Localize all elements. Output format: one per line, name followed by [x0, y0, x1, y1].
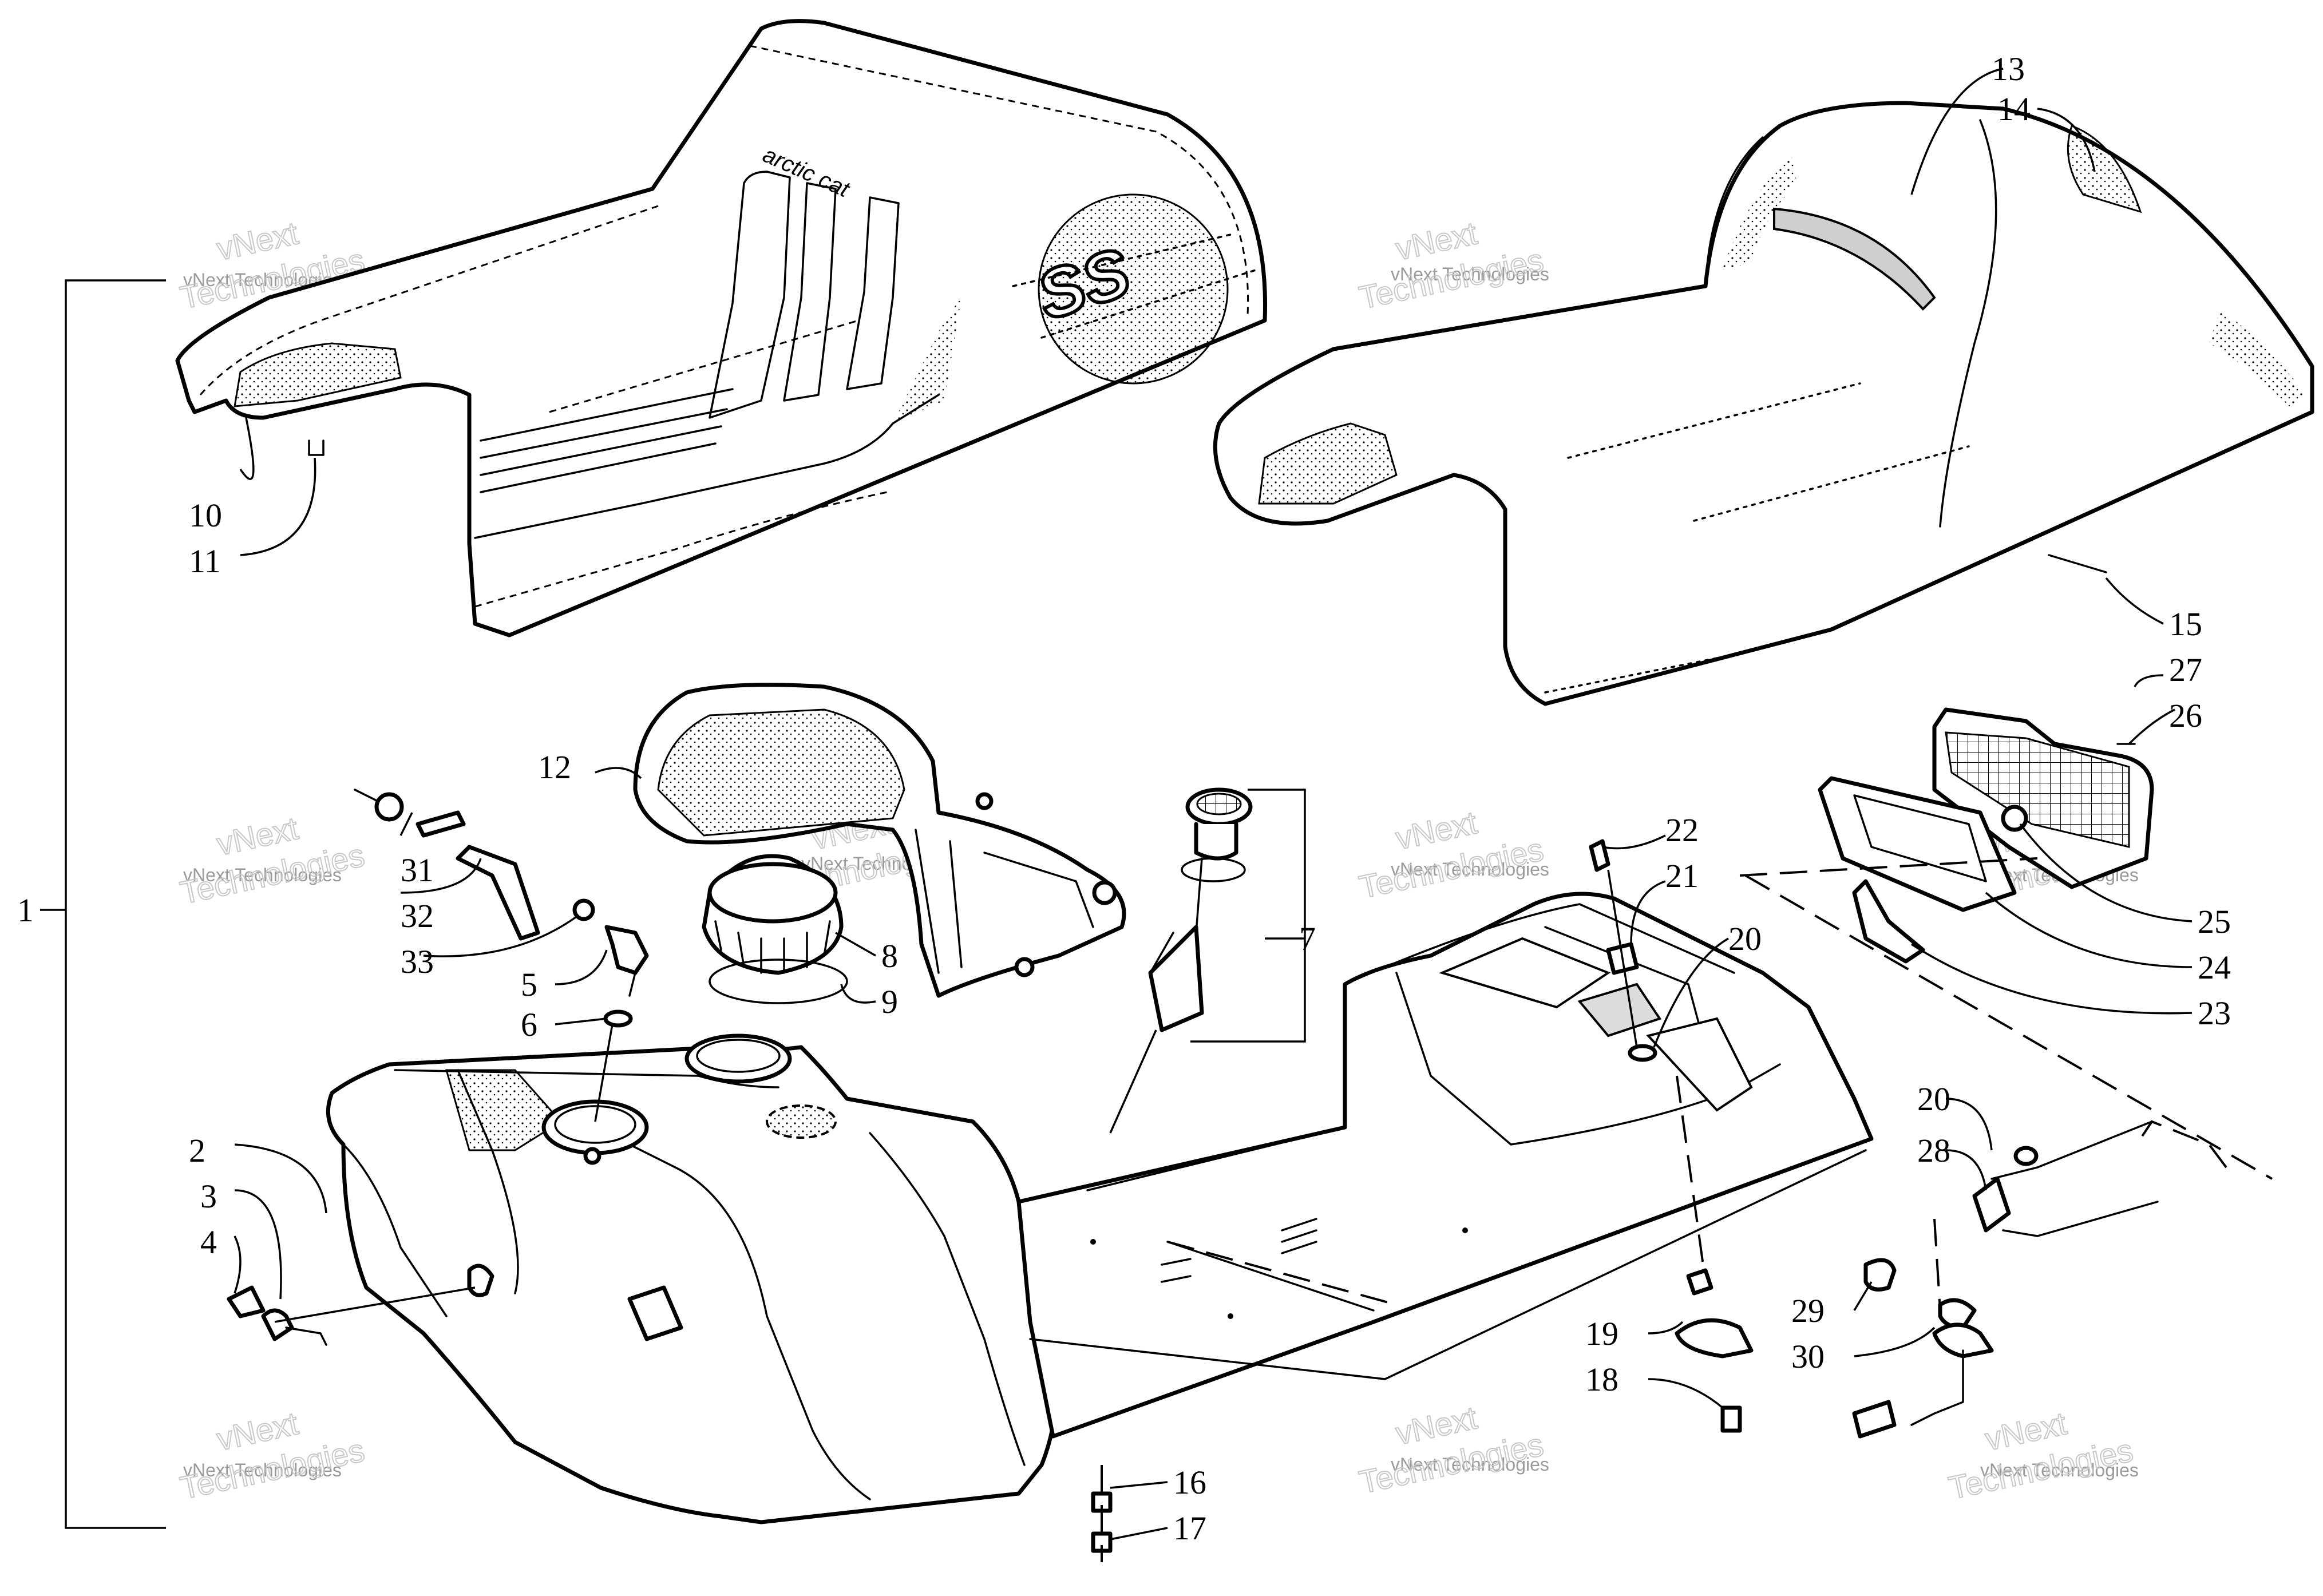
- callout-14: 14: [1997, 90, 2031, 128]
- fuel-tank: [326, 1033, 1059, 1524]
- callout-2: 2: [189, 1132, 205, 1169]
- fuel-sender: [1109, 787, 1306, 1134]
- callout-3: 3: [200, 1178, 217, 1215]
- callout-28: 28: [1917, 1132, 1950, 1169]
- callout-24: 24: [2198, 949, 2231, 986]
- callout-10: 10: [189, 497, 222, 534]
- callout-29: 29: [1791, 1292, 1825, 1329]
- callout-31: 31: [401, 852, 434, 889]
- lower-fasteners: [1091, 1268, 1754, 1562]
- seat-plain: [1213, 101, 2314, 706]
- callout-33: 33: [401, 943, 434, 980]
- callout-labels: 1 2 3 4 5 6 7 8 9 10 11 12 13 14 15 16 1…: [17, 50, 2231, 1547]
- callout-32: 32: [401, 897, 434, 934]
- callout-4: 4: [200, 1223, 217, 1261]
- chassis-tunnel: [1016, 892, 1874, 1439]
- callout-19: 19: [1585, 1315, 1618, 1352]
- callout-21: 21: [1665, 857, 1699, 894]
- watermark-small: vNext Technologies: [1391, 264, 1549, 284]
- callout-7: 7: [1299, 920, 1316, 957]
- callout-25: 25: [2198, 903, 2231, 940]
- callout-1: 1: [17, 892, 34, 929]
- callout-20b: 20: [1917, 1080, 1950, 1118]
- callout-13: 13: [1992, 50, 2025, 88]
- callout-15: 15: [2169, 605, 2202, 643]
- callout-5: 5: [521, 966, 537, 1003]
- callout-16: 16: [1173, 1464, 1206, 1501]
- tank-latch: [227, 1285, 476, 1346]
- fuel-cap: [702, 854, 848, 1004]
- callout-20a: 20: [1728, 920, 1762, 957]
- callout-17: 17: [1173, 1510, 1206, 1547]
- assembly-bracket: [40, 279, 166, 1529]
- watermark-small: vNext Technologies: [183, 865, 342, 885]
- callout-26: 26: [2169, 697, 2202, 734]
- callout-9: 9: [881, 983, 898, 1020]
- watermark-small: vNext Technologies: [1391, 1454, 1549, 1475]
- callout-8: 8: [881, 937, 898, 975]
- watermark-small: vNext Technologies: [183, 1460, 342, 1480]
- seat-arctic-cat-ss: arctic cat SS: [175, 19, 1268, 637]
- mount-bolt: [1589, 839, 1707, 1282]
- callout-6: 6: [521, 1006, 537, 1043]
- callout-12: 12: [538, 749, 571, 786]
- callout-leaders: [234, 68, 2193, 1540]
- callout-23: 23: [2198, 995, 2231, 1032]
- callout-11: 11: [189, 542, 221, 580]
- callout-22: 22: [1665, 811, 1699, 849]
- seat-support-bracket: [633, 683, 1126, 998]
- watermark-small: vNext Technologies: [1391, 859, 1549, 880]
- callout-27: 27: [2169, 651, 2202, 688]
- fuel-line-fittings: [354, 789, 649, 1122]
- seat-clip: [308, 439, 324, 456]
- callout-30: 30: [1791, 1338, 1825, 1375]
- taillight-wiring: [1852, 1120, 2227, 1439]
- callout-18: 18: [1585, 1361, 1618, 1398]
- taillight-assembly: [1739, 707, 2273, 1180]
- watermark-small: vNext Technologies: [1980, 1460, 2139, 1480]
- badge-circle: [1038, 193, 1229, 385]
- seat-strap-bar: [2048, 554, 2107, 573]
